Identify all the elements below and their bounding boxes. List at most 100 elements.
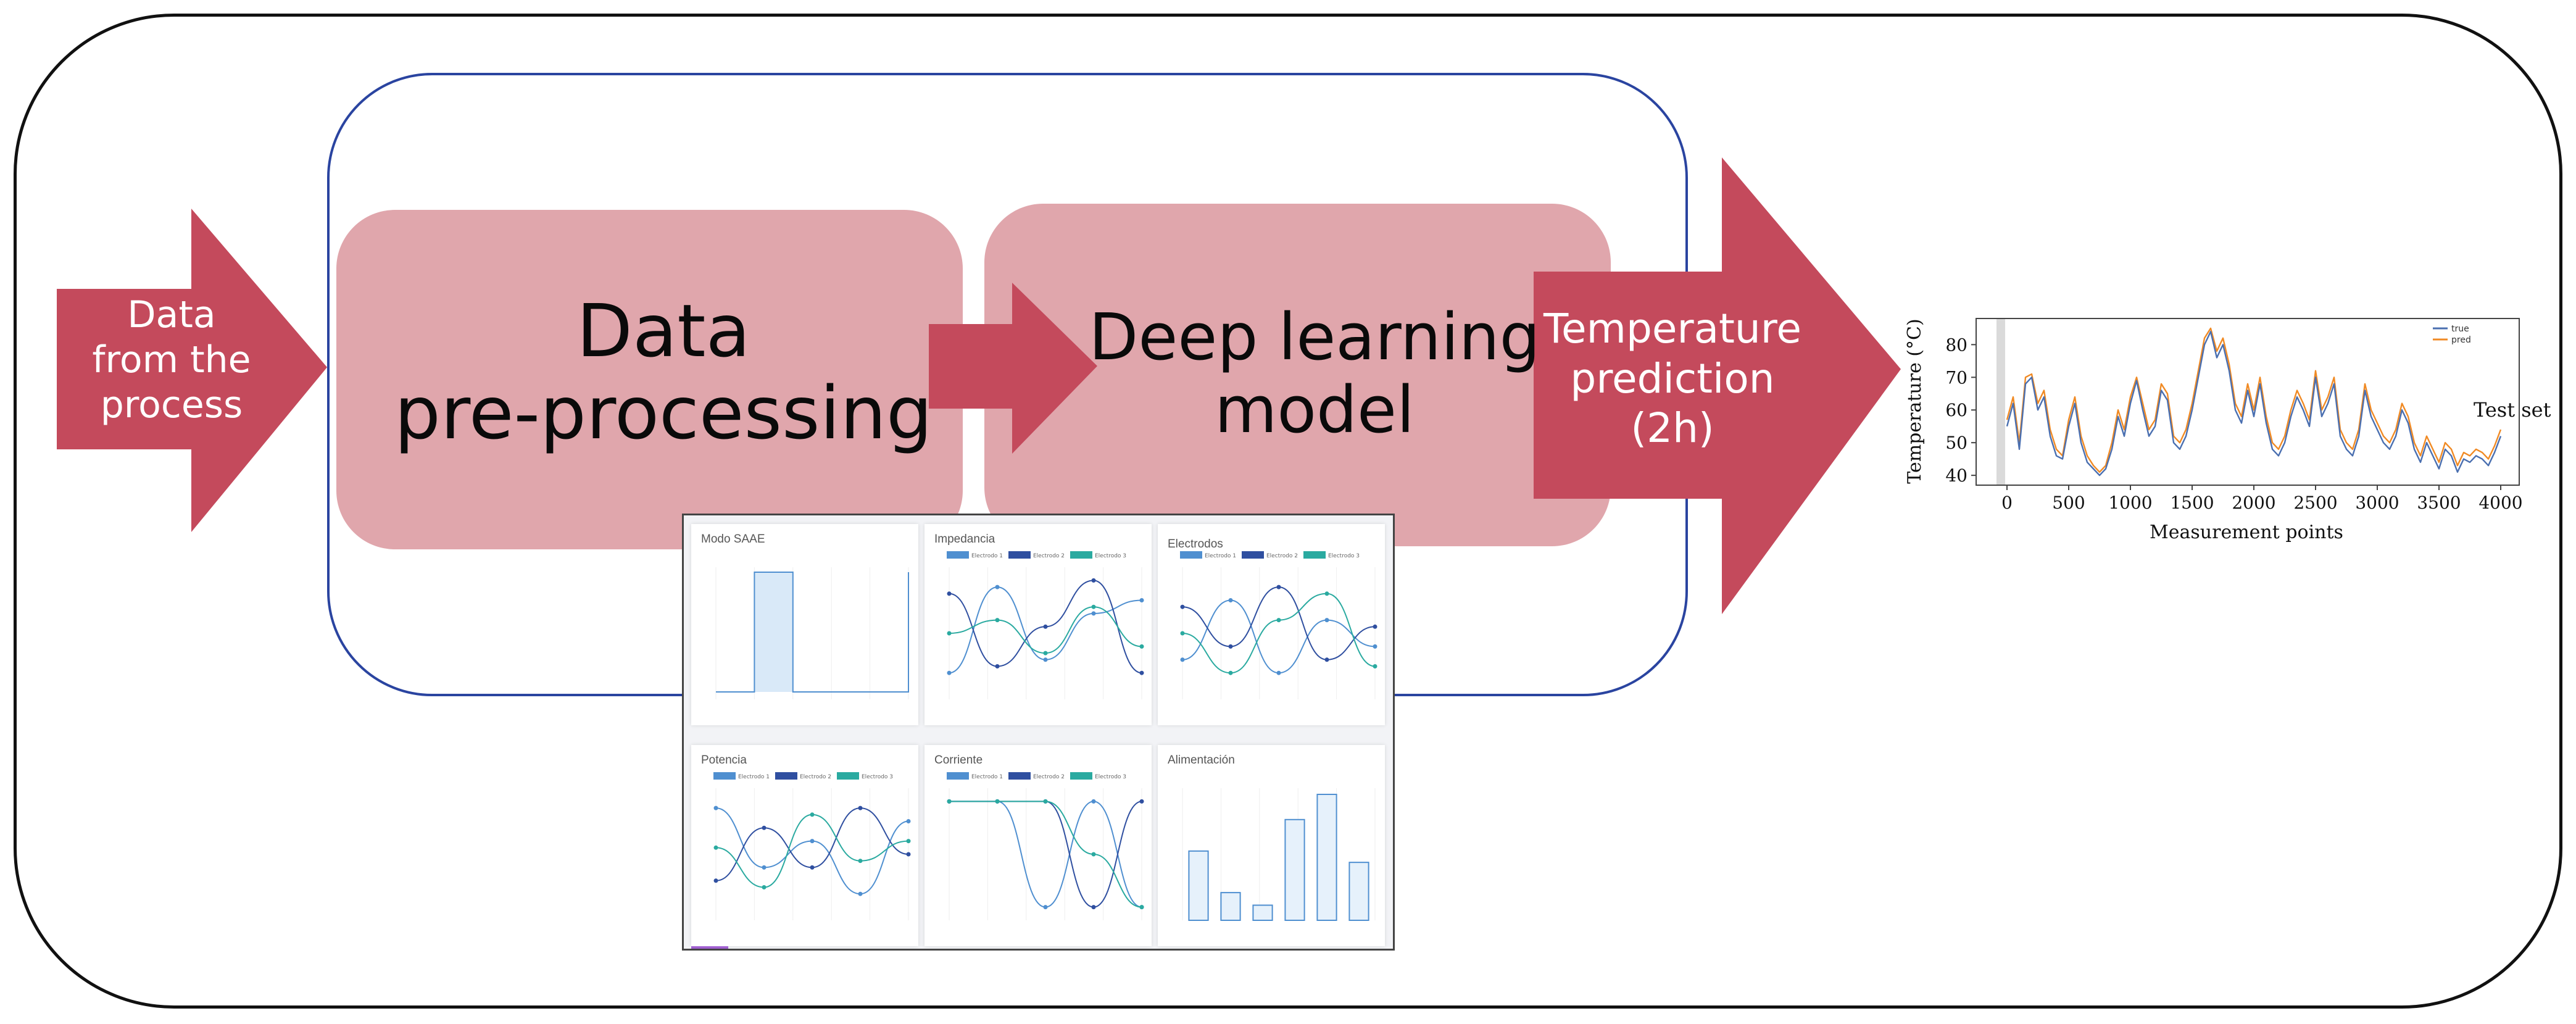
panel-series-line	[949, 580, 1142, 674]
panel-bar	[1348, 862, 1369, 921]
model-label: Deep learning model	[1089, 299, 1540, 447]
panel-legend-swatch	[1008, 772, 1031, 780]
panel-legend-label: Electrodo 2	[800, 774, 831, 780]
panel-legend-swatch	[1008, 551, 1031, 559]
panel-bar	[1220, 892, 1241, 921]
panel-series-point	[1043, 799, 1048, 804]
y-tick-label: 50	[1945, 433, 1967, 453]
panel-title: Electrodos	[1168, 538, 1223, 551]
panel-series-line	[949, 801, 1142, 908]
panel-series-line	[715, 814, 909, 888]
panel-series-point	[1228, 644, 1233, 649]
panel-series-point	[1324, 618, 1329, 623]
dashboard-scroll-accent	[691, 946, 728, 949]
panel-series-point	[1091, 852, 1096, 857]
series-line-pred	[2006, 327, 2502, 473]
panel-legend-swatch	[713, 772, 736, 780]
panel-series-point	[995, 664, 1000, 668]
output-arrow	[1534, 157, 1901, 614]
panel-legend-swatch	[947, 772, 969, 780]
panel-series-point	[1373, 624, 1377, 629]
panel-title: Potencia	[701, 754, 747, 767]
x-tick-label: 1500	[2170, 493, 2214, 513]
panel-step-area	[716, 572, 908, 692]
panel-step-line	[716, 572, 909, 693]
panel-series-point	[1180, 631, 1185, 636]
panel-series-point	[1228, 598, 1233, 602]
panel-bar	[1284, 818, 1305, 921]
panel-legend-swatch	[1180, 551, 1202, 559]
x-tick-label: 500	[2052, 493, 2085, 513]
series-line-true	[2006, 331, 2502, 477]
panel-title: Corriente	[934, 754, 983, 767]
plot-frame	[1976, 318, 2520, 486]
input-arrow	[57, 209, 327, 532]
panel-legend-label: Electrodo 3	[862, 774, 893, 780]
preprocessing-stage	[336, 210, 963, 549]
panel-series-point	[1139, 670, 1144, 675]
panel-series-point	[995, 618, 1000, 623]
panel-series-point	[1228, 670, 1233, 675]
panel-series-point	[810, 812, 815, 817]
panel-series-line	[1182, 599, 1376, 674]
panel-series-point	[995, 799, 1000, 804]
panel-series-point	[906, 819, 911, 823]
panel-legend-swatch	[947, 551, 969, 559]
y-tick-label: 70	[1945, 367, 1967, 388]
panel-legend-swatch	[1242, 551, 1264, 559]
panel-series-line	[1182, 586, 1376, 660]
output-arrow-label: Temperature prediction (2h)	[1543, 305, 1802, 452]
dashboard-panel: Alimentación	[1158, 745, 1385, 946]
x-axis-label: Measurement points	[2150, 522, 2343, 543]
connector-arrow	[929, 283, 1097, 454]
panel-legend-swatch	[1303, 551, 1326, 559]
panel-series-point	[1373, 644, 1377, 649]
panel-series-point	[947, 799, 952, 804]
x-tick-label: 2500	[2293, 493, 2337, 513]
panel-series-point	[1324, 591, 1329, 596]
x-tick-label: 4000	[2478, 493, 2522, 513]
panel-series-point	[762, 825, 767, 830]
dashboard-panel: Modo SAAE	[691, 524, 918, 725]
panel-legend-label: Electrodo 2	[1266, 553, 1298, 559]
panel-series-point	[810, 865, 815, 870]
y-tick-label: 40	[1945, 465, 1967, 486]
panel-series-line	[949, 606, 1142, 654]
panel-series-point	[1276, 618, 1281, 623]
panel-series-point	[762, 865, 767, 870]
legend-pred-label: pred	[2451, 335, 2471, 345]
panel-series-point	[947, 670, 952, 675]
x-tick-label: 2000	[2232, 493, 2275, 513]
panel-legend-label: Electrodo 1	[971, 774, 1003, 780]
panel-series-point	[995, 585, 1000, 589]
panel-series-point	[858, 859, 863, 864]
panel-series-line	[949, 801, 1142, 908]
y-tick-label: 80	[1945, 335, 1967, 355]
panel-legend-swatch	[837, 772, 859, 780]
panel-title: Alimentación	[1168, 754, 1235, 767]
panel-series-point	[1276, 670, 1281, 675]
panel-series-line	[949, 801, 1142, 908]
outer-frame	[14, 14, 2562, 1009]
panel-series-point	[1373, 664, 1377, 668]
highlight-band	[1996, 319, 2005, 485]
panel-legend-swatch	[1070, 551, 1092, 559]
panel-series-line	[715, 807, 909, 895]
panel-series-point	[1139, 799, 1144, 804]
panel-legend-label: Electrodo 3	[1095, 553, 1126, 559]
panel-series-point	[1091, 905, 1096, 910]
panel-series-point	[1139, 598, 1144, 602]
x-tick-label: 3500	[2417, 493, 2461, 513]
